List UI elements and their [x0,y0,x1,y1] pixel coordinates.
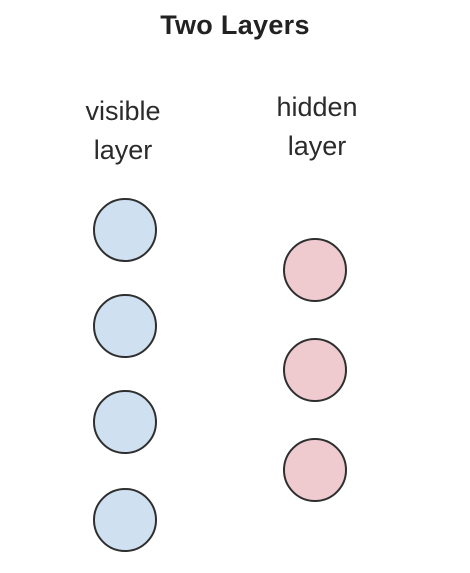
hidden-node-3 [283,438,347,502]
visible-node-2 [93,294,157,358]
visible-node-4 [93,488,157,552]
visible-node-3 [93,390,157,454]
diagram-title: Two Layers [160,10,310,40]
hidden-node-2 [283,338,347,402]
hidden-layer-label: hidden layer [232,88,402,166]
hidden-node-1 [283,238,347,302]
visible-layer-label: visible layer [38,92,208,170]
hidden-layer-label-line-1: hidden [276,92,358,122]
hidden-layer-label-line-2: layer [287,131,347,161]
visible-layer-label-line-2: layer [93,135,153,165]
visible-node-1 [93,198,157,262]
visible-layer-label-line-1: visible [85,96,161,126]
